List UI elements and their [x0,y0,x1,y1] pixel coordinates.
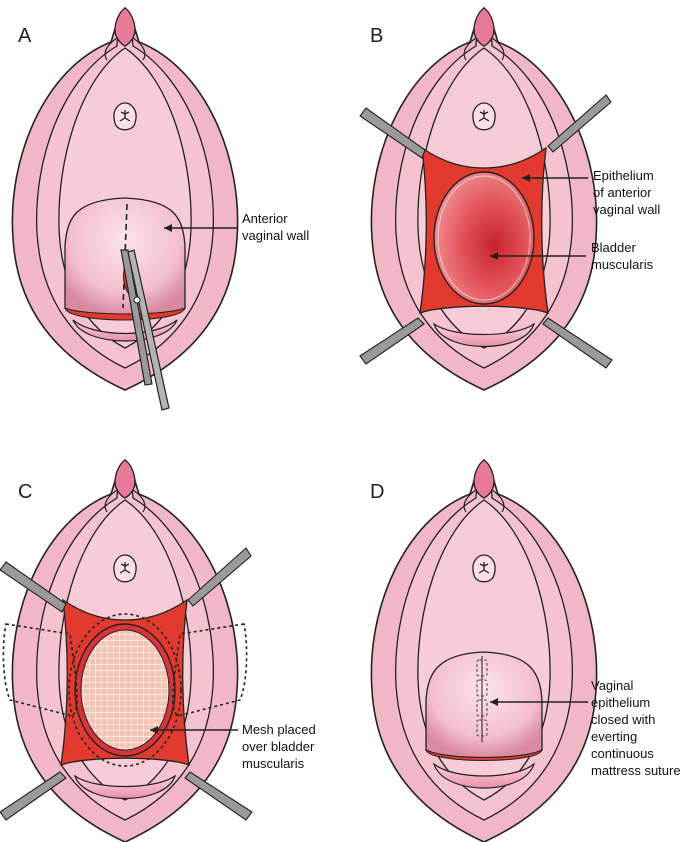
panel-letter-d: D [370,481,384,503]
label-everting: everting [591,729,637,744]
label-over-bladder: over bladder [242,739,315,754]
label-anterior: Anterior [242,211,288,226]
label-of-anterior: of anterior [593,185,652,200]
vulva-illustration-d [371,460,596,842]
label-vaginal-wall: vaginal wall [242,228,309,243]
label-continuous: continuous [591,746,654,761]
panel-a: A Anterior vaginal wall [12,8,309,410]
label-muscularis-c: muscularis [242,756,305,771]
label-mattress-suture: mattress suture [591,763,681,778]
label-closed-with: closed with [591,712,655,727]
label-vaginal-wall-b: vaginal wall [593,202,660,217]
panel-letter-c: C [18,481,32,503]
bladder-muscularis [434,172,534,304]
label-mesh-placed: Mesh placed [242,722,316,737]
panel-letter-b: B [370,25,383,47]
panel-letter-a: A [18,25,32,47]
label-epithelium-d: epithelium [591,695,650,710]
label-muscularis: muscularis [591,257,654,272]
vulva-illustration-a [12,8,237,390]
label-vaginal: Vaginal [591,678,634,693]
closed-epithelium [426,652,542,758]
panel-c: C Mesh placed over bladder muscularis [0,460,316,842]
panel-d: D Vaginal epithelium closed with evertin… [370,460,681,842]
label-bladder: Bladder [591,240,636,255]
panel-b: B Epithelium of anterior vaginal wall Bl… [360,8,660,390]
label-epithelium: Epithelium [593,168,654,183]
